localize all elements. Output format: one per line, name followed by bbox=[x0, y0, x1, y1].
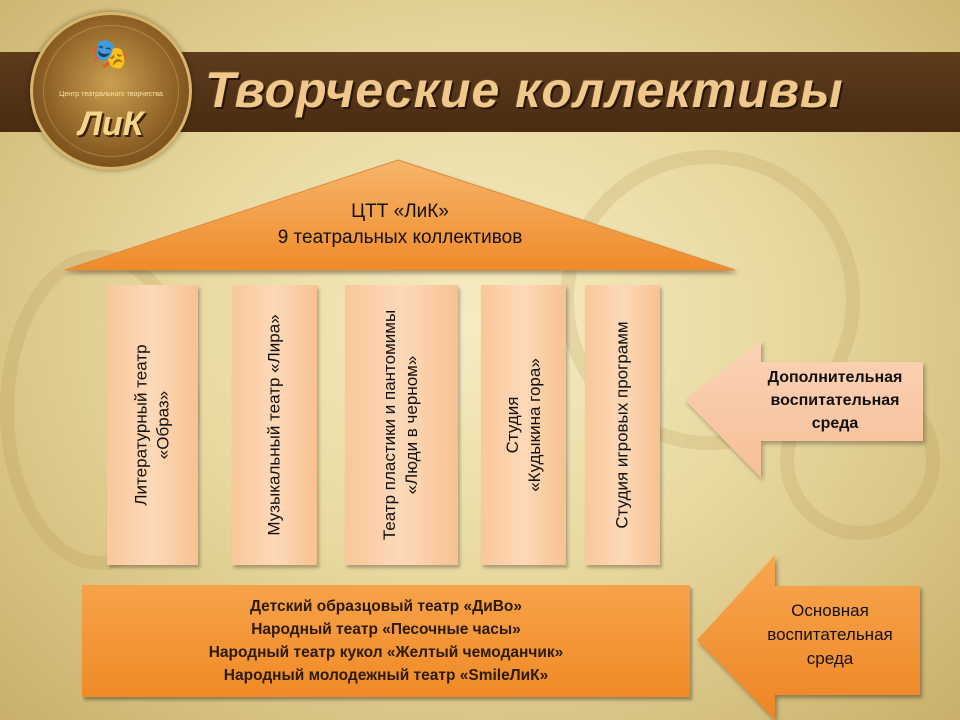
column-line: «Люди в черном» bbox=[402, 355, 422, 495]
column-line: Музыкальный театр «Лира» bbox=[264, 314, 284, 536]
logo-name: ЛиК bbox=[78, 105, 144, 143]
column-label: Музыкальный театр «Лира» bbox=[264, 314, 286, 535]
column-lira: Музыкальный театр «Лира» bbox=[232, 285, 317, 565]
column-kudykina-gora: Студия«Кудыкина гора» bbox=[481, 285, 566, 565]
column-label: Студия«Кудыкина гора» bbox=[502, 358, 546, 492]
column-label: Театр пластики и пантомимы«Люди в черном… bbox=[380, 310, 424, 540]
arrow-line: воспитательная bbox=[770, 392, 900, 409]
arrow-additional bbox=[685, 340, 923, 478]
arrow-main bbox=[697, 555, 920, 720]
logo-subtitle: Центр театрального творчества bbox=[59, 91, 163, 98]
arrow-line: воспитательная bbox=[767, 625, 893, 644]
roof-subtitle: 9 театральных коллективов bbox=[277, 227, 523, 248]
column-line: Студия bbox=[502, 396, 522, 454]
column-lyudi-v-chernom: Театр пластики и пантомимы«Люди в черном… bbox=[345, 285, 458, 565]
column-line: «Кудыкина гора» bbox=[524, 358, 544, 492]
foundation-item: Народный театр кукол «Желтый чемоданчик» bbox=[208, 644, 564, 661]
arrow-line: среда bbox=[806, 649, 854, 668]
column-line: Студия игровых программ bbox=[612, 321, 632, 529]
foundation-item: Детский образцовый театр «ДиВо» bbox=[249, 598, 523, 615]
column-igrovye-programmy: Студия игровых программ bbox=[585, 285, 660, 565]
arrow-line: среда bbox=[811, 415, 859, 432]
foundation-item: Народный театр «Песочные часы» bbox=[251, 621, 521, 638]
theatre-masks-icon: 🎭 bbox=[91, 38, 129, 71]
roof-label: ЦТТ «ЛиК» 9 театральных коллективов bbox=[200, 199, 600, 251]
column-line: Литературный театр bbox=[131, 344, 151, 506]
column-label: Литературный театр«Образ» bbox=[131, 344, 175, 505]
column-line: «Образ» bbox=[153, 390, 173, 460]
roof-triangle bbox=[64, 159, 736, 271]
page-title: Творческие коллективы bbox=[205, 62, 844, 118]
column-obraz: Литературный театр«Образ» bbox=[107, 285, 198, 565]
arrow-additional-label: Дополнительная воспитательная среда bbox=[745, 366, 925, 435]
arrow-line: Дополнительная bbox=[767, 369, 903, 386]
foundation-box: Детский образцовый театр «ДиВо» Народный… bbox=[82, 585, 690, 697]
arrow-line: Основная bbox=[791, 601, 869, 620]
lik-logo: 🎭 Центр театрального творчества ЛиК bbox=[30, 12, 192, 170]
arrow-main-label: Основная воспитательная среда bbox=[750, 599, 910, 671]
column-line: Театр пластики и пантомимы bbox=[380, 309, 400, 541]
foundation-item: Народный молодежный театр «SmileЛиК» bbox=[223, 667, 549, 684]
logo-ring bbox=[43, 25, 179, 157]
column-label: Студия игровых программ bbox=[612, 321, 634, 528]
roof-title: ЦТТ «ЛиК» bbox=[351, 201, 449, 222]
